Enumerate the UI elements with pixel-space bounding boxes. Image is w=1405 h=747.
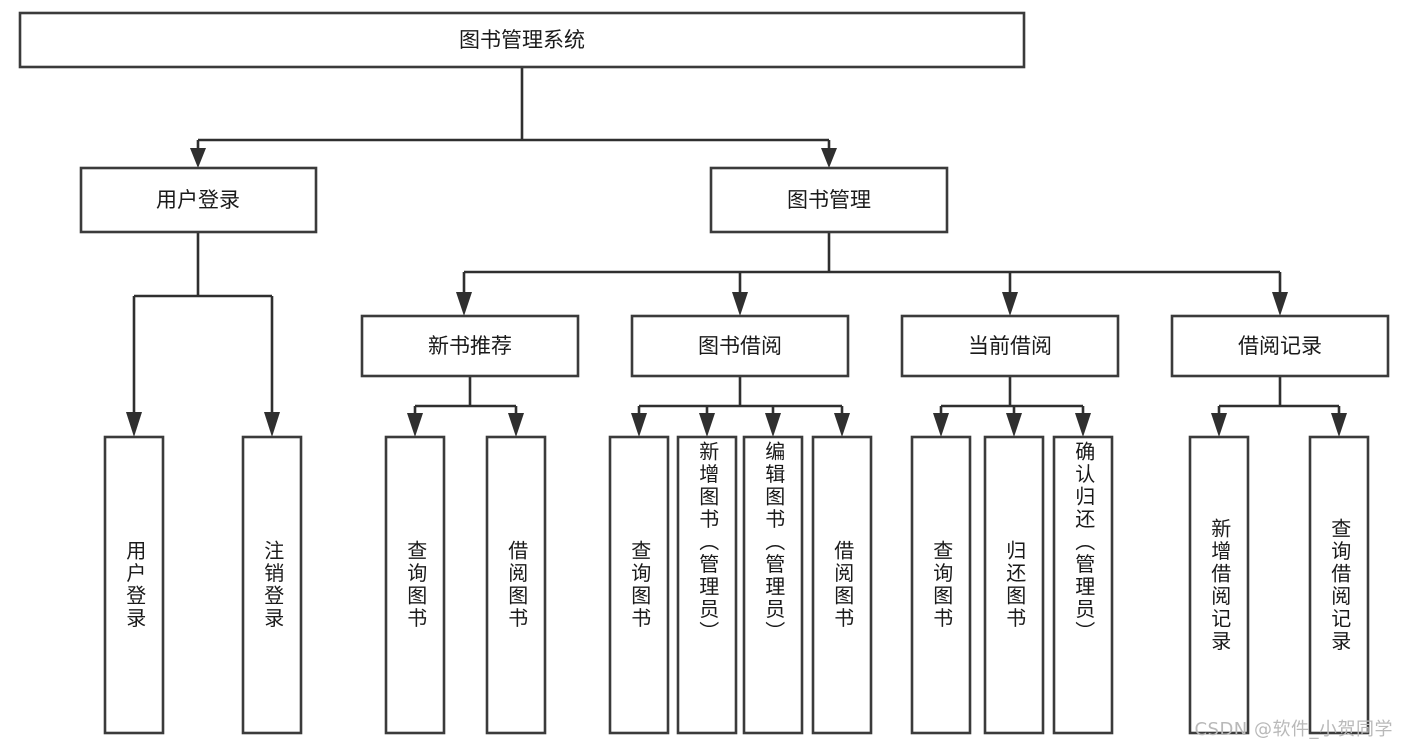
- node-box-book-manage[interactable]: [709, 166, 949, 234]
- leaf-box-add-record[interactable]: [1188, 435, 1250, 735]
- arrow-head-leaf-query-book-3: [933, 413, 949, 437]
- node-label-new-book-rec: 新书推荐: [428, 334, 512, 358]
- leaf-box-borrow-book-1[interactable]: [485, 435, 547, 735]
- edges-current-borrow-to-leaves: [933, 376, 1091, 437]
- node-borrow-record[interactable]: 借阅记录: [1170, 314, 1390, 378]
- node-box-book-borrow[interactable]: [630, 314, 850, 378]
- node-label-book-manage: 图书管理: [787, 188, 871, 212]
- arrow-head-leaf-confirm-return: [1075, 413, 1091, 437]
- arrow-head-leaf-query-book-2: [631, 413, 647, 437]
- watermark-text: CSDN @软件_小贺同学: [1194, 719, 1393, 740]
- leaf-box-edit-book[interactable]: [742, 435, 804, 735]
- leaf-box-query-book-1[interactable]: [384, 435, 446, 735]
- node-label-user-login: 用户登录: [156, 188, 240, 212]
- node-label-book-borrow: 图书借阅: [698, 334, 782, 358]
- arrow-head-leaf-query-record: [1331, 413, 1347, 437]
- node-book-manage[interactable]: 图书管理: [709, 166, 949, 234]
- node-label-current-borrow: 当前借阅: [968, 334, 1052, 358]
- node-box-root[interactable]: [18, 11, 1026, 69]
- leaf-boxes: [103, 435, 1370, 735]
- arrow-head-leaf-add-record: [1211, 413, 1227, 437]
- node-label-root: 图书管理系统: [459, 28, 585, 52]
- leaf-box-return-book[interactable]: [983, 435, 1045, 735]
- edges-book-borrow-to-leaves: [631, 376, 850, 437]
- leaf-box-query-book-3[interactable]: [910, 435, 972, 735]
- arrow-head-leaf-borrow-book-2: [834, 413, 850, 437]
- edges-book-manage-to-level3: [456, 232, 1288, 316]
- arrow-head-user-login: [190, 148, 206, 168]
- arrow-head-leaf-user-login: [126, 412, 142, 437]
- arrow-head-new-book-rec: [456, 292, 472, 316]
- node-label-borrow-record: 借阅记录: [1238, 334, 1322, 358]
- leaf-box-query-book-2[interactable]: [608, 435, 670, 735]
- arrow-head-book-manage: [821, 148, 837, 168]
- node-book-borrow[interactable]: 图书借阅: [630, 314, 850, 378]
- arrow-head-leaf-edit-book: [765, 413, 781, 437]
- arrow-head-leaf-borrow-book-1: [508, 413, 524, 437]
- arrow-head-leaf-logout: [264, 412, 280, 437]
- node-user-login[interactable]: 用户登录: [79, 166, 318, 234]
- node-current-borrow[interactable]: 当前借阅: [900, 314, 1120, 378]
- node-box-borrow-record[interactable]: [1170, 314, 1390, 378]
- leaf-box-add-book[interactable]: [676, 435, 738, 735]
- node-box-current-borrow[interactable]: [900, 314, 1120, 378]
- arrow-head-leaf-add-book: [699, 413, 715, 437]
- arrow-head-borrow-record: [1272, 292, 1288, 316]
- node-box-user-login[interactable]: [79, 166, 318, 234]
- arrow-head-book-borrow: [732, 292, 748, 316]
- arrow-head-leaf-query-book-1: [407, 413, 423, 437]
- node-box-new-book-rec[interactable]: [360, 314, 580, 378]
- edges-borrow-record-to-leaves: [1211, 376, 1347, 437]
- leaf-box-query-record[interactable]: [1308, 435, 1370, 735]
- arrow-head-leaf-return-book: [1006, 413, 1022, 437]
- node-new-book-rec[interactable]: 新书推荐: [360, 314, 580, 378]
- leaf-box-user-login[interactable]: [103, 435, 165, 735]
- leaf-box-confirm-return[interactable]: [1052, 435, 1114, 735]
- edges-root-to-level2: [190, 67, 837, 168]
- edges-user-login-to-leaves: [126, 232, 280, 437]
- node-title-图书管理系统[interactable]: 图书管理系统: [18, 11, 1026, 69]
- arrow-head-current-borrow: [1002, 292, 1018, 316]
- edges-new-book-rec-to-leaves: [407, 376, 524, 437]
- leaf-box-logout[interactable]: [241, 435, 303, 735]
- leaf-box-borrow-book-2[interactable]: [811, 435, 873, 735]
